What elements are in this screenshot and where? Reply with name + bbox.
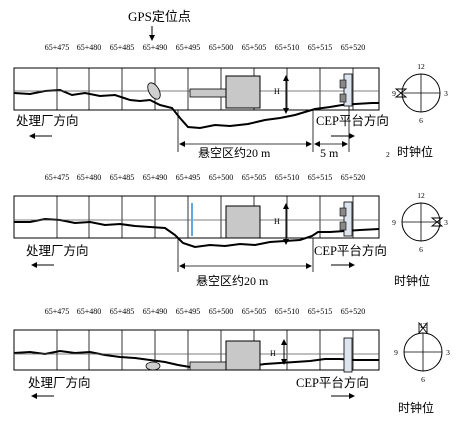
clock-number: 9 bbox=[394, 348, 398, 357]
flange bbox=[343, 73, 353, 107]
tick-label: 65+515 bbox=[308, 43, 333, 52]
tick-label: 65+505 bbox=[242, 43, 267, 52]
clock-number: 12 bbox=[419, 321, 427, 330]
tick-row: 65+475 65+480 65+485 65+490 65+495 65+500 65+5… bbox=[45, 307, 366, 316]
flange-cap bbox=[339, 221, 347, 231]
flange bbox=[343, 201, 353, 237]
tick-label: 65+510 bbox=[275, 43, 300, 52]
flange-cap bbox=[339, 79, 347, 89]
tick-row: 65+475 65+480 65+485 65+490 65+495 65+500 65+5… bbox=[45, 43, 366, 52]
tick-label: 65+475 bbox=[45, 173, 70, 182]
span2-label: 5 m bbox=[320, 146, 339, 160]
tick-label: 65+520 bbox=[341, 173, 366, 182]
tick-label: 65+485 bbox=[110, 43, 135, 52]
tick-label: 65+520 bbox=[341, 43, 366, 52]
height-label: H bbox=[274, 217, 280, 226]
tick-label: 65+495 bbox=[176, 43, 201, 52]
clock-number: 6 bbox=[419, 116, 423, 125]
height-label: H bbox=[270, 349, 276, 358]
left-direction: 处理厂方向 bbox=[26, 243, 89, 258]
gps-title: GPS定位点 bbox=[128, 9, 191, 24]
clock-3: 12 3 6 9 bbox=[394, 321, 450, 384]
span-label: 悬空区约20 m bbox=[196, 273, 269, 288]
tick-label: 65+485 bbox=[110, 307, 135, 316]
support-bar bbox=[189, 88, 227, 98]
support-block bbox=[225, 340, 261, 371]
tick-label: 65+480 bbox=[77, 307, 102, 316]
seabed-profile bbox=[14, 217, 380, 249]
flange bbox=[343, 337, 353, 373]
left-direction: 处理厂方向 bbox=[16, 113, 79, 128]
pipe-outline bbox=[13, 195, 380, 239]
seabed-profile bbox=[13, 88, 379, 130]
rock bbox=[145, 361, 161, 371]
tick-label: 65+490 bbox=[143, 173, 168, 182]
panel-3: 65+475 65+480 65+485 65+490 65+495 65+500 65+5… bbox=[13, 307, 450, 415]
clock-prefix: 2 bbox=[386, 150, 390, 159]
clock-1: 12 3 6 9 bbox=[392, 62, 448, 125]
right-direction: CEP平台方向 bbox=[314, 243, 387, 258]
clock-label: 时钟位 bbox=[398, 400, 434, 415]
span-label: 悬空区约20 m bbox=[198, 145, 271, 160]
clock-number: 3 bbox=[444, 89, 448, 98]
tick-label: 65+505 bbox=[242, 307, 267, 316]
tick-label: 65+490 bbox=[143, 307, 168, 316]
right-direction: CEP平台方向 bbox=[316, 113, 389, 128]
height-label: H bbox=[274, 87, 280, 96]
clock-label: 时钟位 bbox=[397, 144, 433, 159]
tick-label: 65+510 bbox=[275, 307, 300, 316]
tick-label: 65+520 bbox=[341, 307, 366, 316]
panel-2: 65+475 65+480 65+485 65+490 65+495 65+500 65+5… bbox=[13, 173, 448, 288]
clock-number: 12 bbox=[417, 191, 425, 200]
clock-2: 12 3 6 9 bbox=[392, 191, 448, 254]
clock-number: 9 bbox=[392, 89, 396, 98]
tick-label: 65+480 bbox=[77, 43, 102, 52]
tick-label: 65+490 bbox=[143, 43, 168, 52]
pipe-outline bbox=[13, 67, 380, 111]
tick-label: 65+515 bbox=[308, 307, 333, 316]
clock-number: 3 bbox=[444, 218, 448, 227]
tick-label: 65+510 bbox=[275, 173, 300, 182]
tick-label: 65+495 bbox=[176, 307, 201, 316]
clock-number: 6 bbox=[421, 375, 425, 384]
tick-label: 65+500 bbox=[209, 43, 234, 52]
support-block bbox=[225, 205, 261, 239]
right-direction: CEP平台方向 bbox=[296, 375, 369, 390]
clock-number: 9 bbox=[392, 218, 396, 227]
valve-icon bbox=[418, 321, 428, 335]
flange-cap bbox=[339, 207, 347, 217]
support-block bbox=[225, 75, 261, 109]
tick-label: 65+495 bbox=[176, 173, 201, 182]
rock bbox=[147, 82, 161, 100]
clock-number: 12 bbox=[417, 62, 425, 71]
tick-label: 65+505 bbox=[242, 173, 267, 182]
tick-row: 65+475 65+480 65+485 65+490 65+495 65+500 65+5… bbox=[45, 173, 366, 182]
tick-label: 65+475 bbox=[45, 307, 70, 316]
tick-label: 65+480 bbox=[77, 173, 102, 182]
tick-label: 65+500 bbox=[209, 173, 234, 182]
support-bar bbox=[189, 361, 227, 371]
clock-number: 6 bbox=[419, 245, 423, 254]
clock-label: 时钟位 bbox=[394, 273, 430, 288]
left-direction: 处理厂方向 bbox=[28, 375, 91, 390]
tick-label: 65+475 bbox=[45, 43, 70, 52]
valve-icon bbox=[394, 88, 408, 98]
flange-cap bbox=[339, 93, 347, 103]
panel-1: 65+475 65+480 65+485 65+490 65+495 65+500 65+5… bbox=[13, 43, 448, 160]
valve-icon bbox=[430, 217, 444, 227]
grid-lines bbox=[56, 196, 354, 238]
clock-number: 3 bbox=[446, 348, 450, 357]
tick-label: 65+515 bbox=[308, 173, 333, 182]
tick-label: 65+485 bbox=[110, 173, 135, 182]
tick-label: 65+500 bbox=[209, 307, 234, 316]
